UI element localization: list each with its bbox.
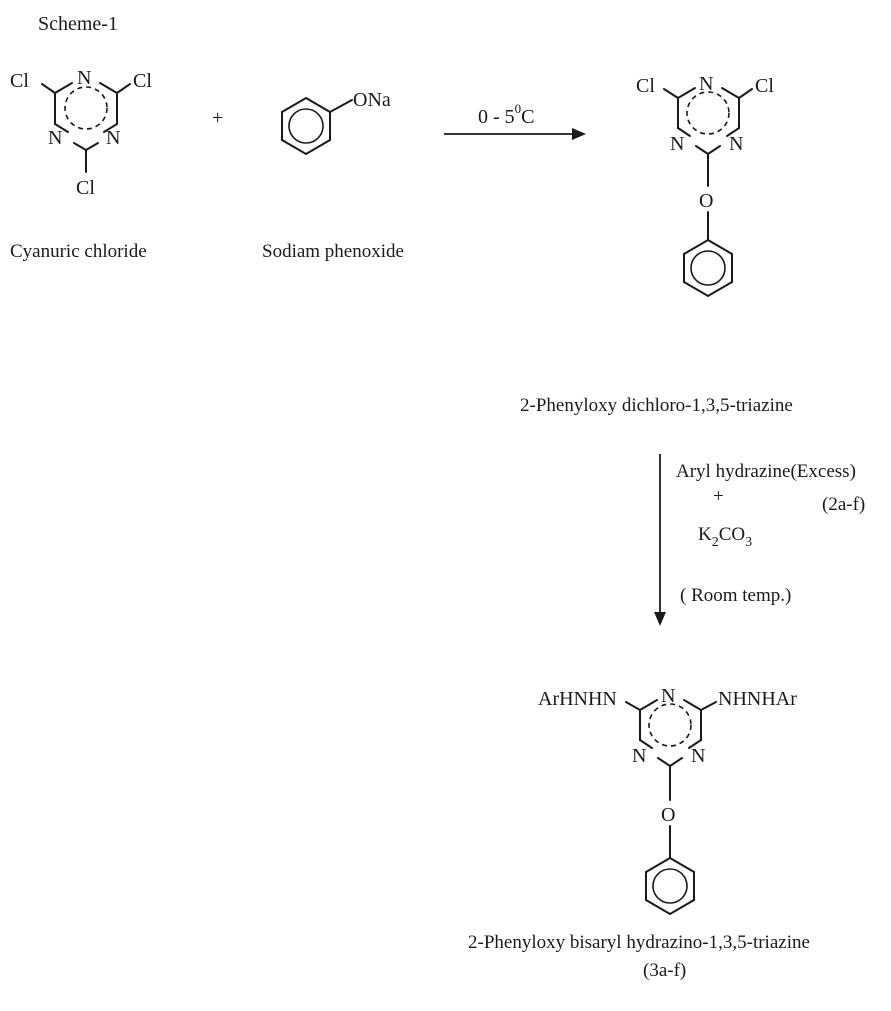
c-n-bond [700, 701, 717, 711]
product-caption-name: 2-Phenyloxy bisaryl hydrazino-1,3,5-tria… [468, 932, 810, 953]
cyanuric-chloride-caption: Cyanuric chloride [10, 241, 147, 262]
ring-bond [695, 145, 709, 155]
aromatic-ring-circle [64, 86, 108, 130]
chlorine-atom-right: Cl [133, 70, 152, 92]
c-o-bond [329, 99, 353, 113]
reagent-aryl-hydrazine: Aryl hydrazine(Excess) [676, 461, 856, 482]
nitrogen-atom-left: N [632, 745, 646, 767]
ring-bond [721, 87, 740, 99]
step-1-condition: 0 - 50C [478, 101, 535, 128]
chlorine-atom-left: Cl [636, 75, 655, 97]
aromatic-ring-circle [686, 91, 730, 135]
chlorine-atom-left: Cl [10, 70, 29, 92]
aromatic-ring-circle [690, 250, 726, 286]
ring-bond [669, 757, 683, 767]
ring-bond [677, 127, 691, 137]
arrow-head [572, 128, 586, 140]
ring-bond [707, 145, 721, 155]
product-structure: N N N ArHNHN NHNHAr O [538, 685, 797, 916]
condition-value: 0 - 5 [478, 106, 515, 128]
nitrogen-atom-top: N [77, 67, 91, 89]
c-cl-bond [738, 88, 753, 99]
ring-bond [85, 142, 99, 151]
c-n-bond [625, 701, 641, 711]
nitrogen-atom-left: N [48, 127, 62, 149]
base-k-subscript: 2 [712, 535, 719, 550]
aromatic-ring-circle [288, 108, 324, 144]
base-potassium-carbonate: K2CO3 [698, 524, 752, 550]
sodium-phenoxide-structure: ONa [281, 89, 391, 156]
arrow-head [654, 612, 666, 626]
base-k: K [698, 524, 712, 545]
intermediate-structure: N N N Cl Cl O [636, 73, 774, 298]
ring-bond [54, 123, 69, 133]
ring-bond [677, 87, 696, 99]
ring-bond [639, 739, 653, 749]
ring-bond [639, 699, 658, 711]
ring-bond [657, 757, 671, 767]
c-cl-bond [41, 83, 56, 94]
base-co-subscript: 3 [745, 535, 752, 550]
ring-bond [99, 82, 118, 94]
ring-bond [103, 123, 118, 133]
nitrogen-atom-left: N [670, 133, 684, 155]
reaction-arrow-step-1 [444, 128, 586, 140]
benzene-ring [683, 238, 733, 298]
ring-bond [73, 142, 87, 151]
reaction-temperature: ( Room temp.) [680, 585, 791, 606]
reaction-arrow-step-2 [654, 454, 666, 626]
product-caption-code: (3a-f) [643, 960, 686, 981]
nitrogen-atom-top: N [699, 73, 713, 95]
oxygen-atom: O [661, 804, 675, 826]
c-cl-bond [116, 83, 131, 94]
ona-group-label: ONa [353, 89, 391, 111]
oxygen-atom: O [699, 190, 713, 212]
benzene-ring [645, 856, 695, 916]
reagent-plus: + [713, 486, 724, 507]
condition-unit: C [521, 106, 534, 128]
ring-bond [683, 699, 702, 711]
ring-bond [688, 739, 702, 749]
scheme-title: Scheme-1 [38, 13, 118, 35]
nhnhar-group-right: NHNHAr [718, 688, 797, 710]
chlorine-atom-right: Cl [755, 75, 774, 97]
aromatic-ring-circle [648, 703, 692, 747]
aromatic-ring-circle [652, 868, 688, 904]
base-co: CO [719, 524, 745, 545]
intermediate-caption: 2-Phenyloxy dichloro-1,3,5-triazine [520, 395, 793, 416]
c-cl-bond [663, 88, 679, 99]
nitrogen-atom-right: N [106, 127, 120, 149]
nitrogen-atom-top: N [661, 685, 675, 707]
condition-degree-superscript: 0 [515, 101, 522, 116]
sodium-phenoxide-caption: Sodiam phenoxide [262, 241, 404, 262]
plus-sign: + [212, 107, 223, 129]
reagent-code: (2a-f) [822, 494, 865, 515]
arhnhn-group-left: ArHNHN [538, 688, 617, 710]
nitrogen-atom-right: N [691, 745, 705, 767]
cyanuric-chloride-structure: N N N Cl Cl Cl [10, 67, 152, 199]
nitrogen-atom-right: N [729, 133, 743, 155]
ring-bond [54, 82, 73, 94]
ring-bond [726, 127, 740, 137]
chlorine-atom-bottom: Cl [76, 177, 95, 199]
